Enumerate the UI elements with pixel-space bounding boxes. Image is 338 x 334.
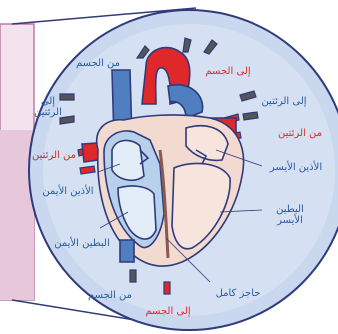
arrow-right-gray-2 — [243, 112, 258, 120]
arrow-left-red-2 — [80, 166, 95, 174]
arrow-bottom-red — [164, 282, 170, 294]
label-to-lungs-right: إلى الرئتين — [261, 96, 306, 107]
label-septum: حاجز كامل — [216, 288, 261, 299]
label-from-body-top: من الجسم — [76, 58, 120, 69]
label-from-lungs-left: من الرئتين — [32, 150, 76, 161]
arrow-left-gray-2 — [60, 116, 74, 124]
label-right-atrium: الأذين الأيمن — [42, 186, 93, 197]
arrow-bottom-blue — [130, 270, 136, 282]
label-to-body-top: إلى الجسم — [205, 66, 250, 77]
label-left-atrium: الأذين الأيسر — [270, 162, 322, 173]
label-to-body-bottom: إلى الجسم — [145, 306, 190, 317]
inferior-vena-cava — [120, 240, 134, 262]
right-atrium-chamber — [112, 140, 144, 180]
label-from-body-bottom: من الجسم — [88, 290, 132, 301]
arrow-left-gray — [60, 94, 74, 100]
label-from-lungs-right: من الرئتين — [278, 128, 322, 139]
label-right-ventricle: البطين الأيمن — [54, 238, 110, 249]
label-to-lungs-left: إلى الرئتين — [34, 96, 62, 118]
label-left-ventricle: البطين الأيسر — [276, 204, 304, 226]
